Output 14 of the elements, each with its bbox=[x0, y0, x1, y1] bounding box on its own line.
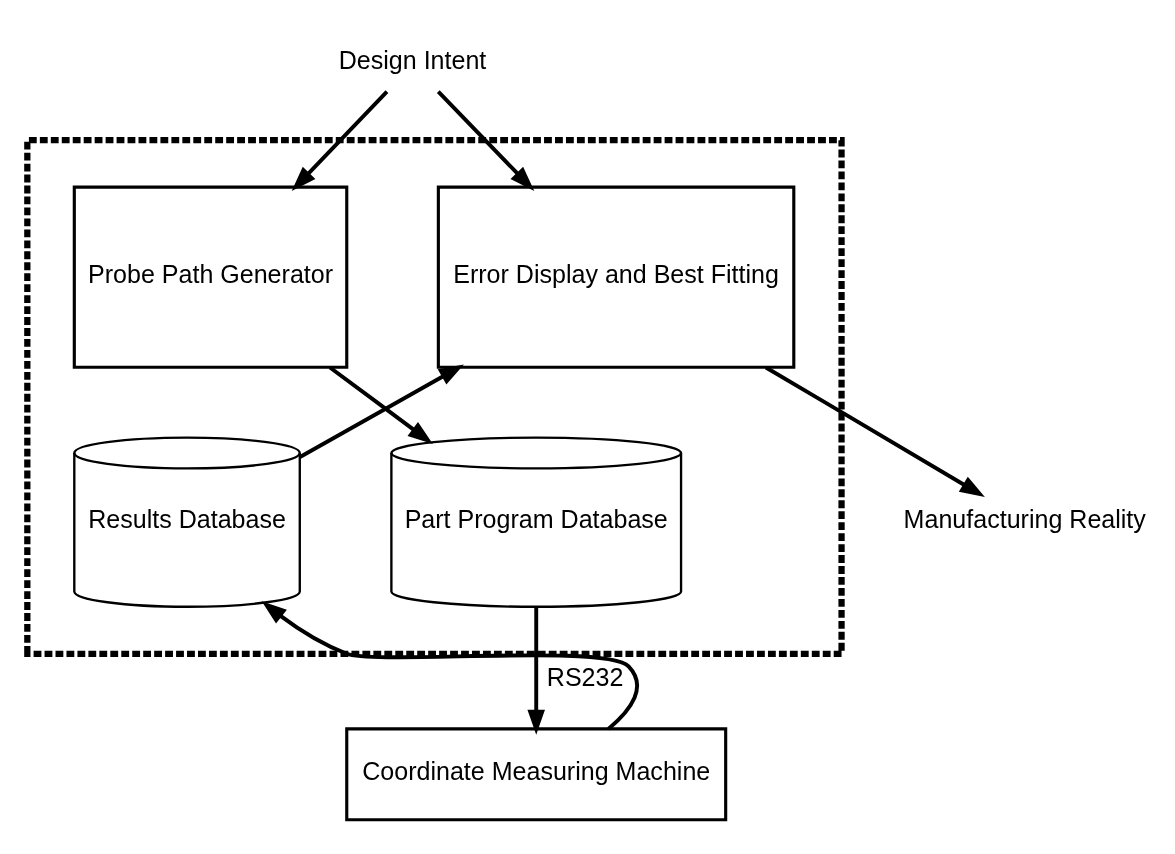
node-box: Error Display and Best Fitting bbox=[436, 185, 796, 369]
node-box: Probe Path Generator bbox=[72, 185, 349, 369]
arrow bbox=[436, 89, 535, 191]
arrow bbox=[299, 364, 464, 459]
arrow bbox=[328, 365, 433, 444]
cluster bbox=[24, 136, 845, 657]
arrow bbox=[261, 600, 639, 730]
node-text: Manufacturing Reality bbox=[903, 504, 1146, 533]
arrow bbox=[527, 606, 545, 735]
arrow bbox=[291, 89, 389, 191]
arrow bbox=[764, 365, 985, 497]
node-box: Coordinate Measuring Machine bbox=[345, 726, 728, 821]
edge-label: RS232 bbox=[546, 662, 624, 691]
node-text: Design Intent bbox=[338, 45, 487, 74]
